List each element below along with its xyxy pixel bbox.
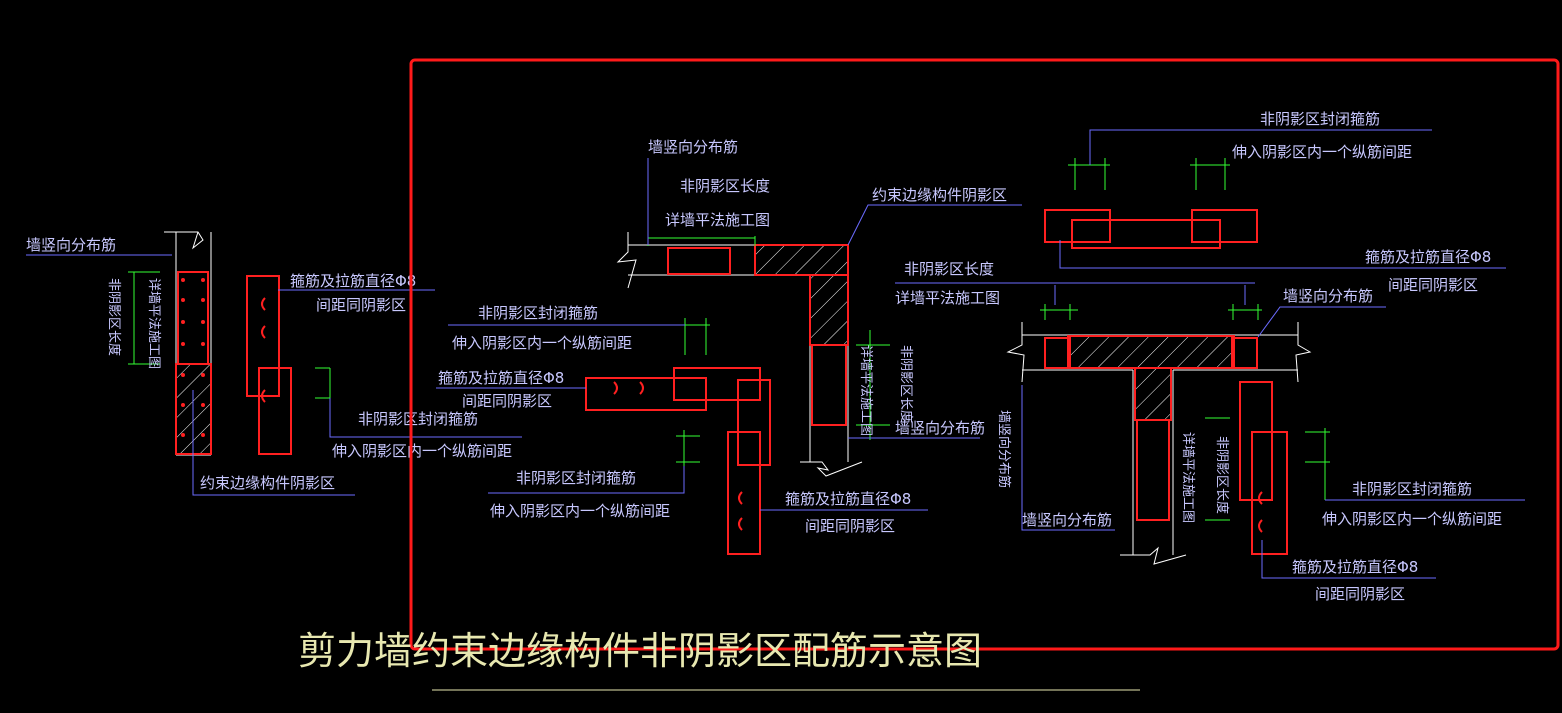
label-non-shadow-length-right-v: 非阴影区长度: [1214, 436, 1230, 514]
label-spacing-left: 间距同阴影区: [316, 296, 406, 314]
label-vertical-distribution-top: 墙竖向分布筋: [648, 138, 738, 156]
label-vertical-distribution-mid: 墙竖向分布筋: [895, 419, 985, 437]
label-non-shadow-length-left: 非阴影区长度: [106, 278, 122, 356]
label-see-wall-left: 详墙平法施工图: [146, 278, 161, 369]
label-vertical-distribution-left: 墙竖向分布筋: [26, 236, 116, 254]
label-extend-mid2: 伸入阴影区内一个纵筋间距: [490, 502, 670, 520]
label-non-shadow-length-right: 非阴影区长度: [904, 260, 994, 278]
label-extend-right2: 伸入阴影区内一个纵筋间距: [1322, 510, 1502, 528]
highlight-frame: [409, 58, 1560, 651]
label-see-wall-mid-v: 详墙平法施工图: [858, 345, 873, 436]
label-extend-right1: 伸入阴影区内一个纵筋间距: [1232, 143, 1412, 161]
detail-corner: 墙竖向分布筋 非阴影区长度 详墙平法施工图 约束边缘构件阴影区 非阴影区封闭箍筋…: [436, 138, 1022, 555]
label-spacing-right1: 间距同阴影区: [1388, 276, 1478, 294]
label-stirrup-right2: 箍筋及拉筋直径Φ8: [1292, 558, 1418, 576]
label-closed-stirrup-left: 非阴影区封闭箍筋: [358, 410, 478, 428]
label-constraint-left: 约束边缘构件阴影区: [200, 474, 335, 492]
label-closed-stirrup-mid1: 非阴影区封闭箍筋: [478, 304, 598, 322]
drawing-title: 剪力墙约束边缘构件非阴影区配筋示意图: [298, 629, 982, 673]
label-spacing-mid2: 间距同阴影区: [805, 517, 895, 535]
label-constraint-mid: 约束边缘构件阴影区: [872, 186, 1007, 204]
label-see-wall-mid: 详墙平法施工图: [665, 211, 770, 229]
detail-tee: 非阴影区封闭箍筋 伸入阴影区内一个纵筋间距 箍筋及拉筋直径Φ8 间距同阴影区 非…: [895, 110, 1525, 603]
label-closed-stirrup-right2: 非阴影区封闭箍筋: [1352, 480, 1472, 498]
label-closed-stirrup-mid2: 非阴影区封闭箍筋: [516, 469, 636, 487]
label-non-shadow-length-mid-v: 非阴影区长度: [898, 345, 914, 423]
label-stirrup-mid2: 箍筋及拉筋直径Φ8: [785, 490, 911, 508]
label-see-wall-right-v: 详墙平法施工图: [1180, 432, 1195, 523]
label-non-shadow-length-mid: 非阴影区长度: [680, 177, 770, 195]
label-see-wall-right: 详墙平法施工图: [895, 289, 1000, 307]
label-spacing-right2: 间距同阴影区: [1315, 585, 1405, 603]
label-vertical-distribution-right2: 墙竖向分布筋: [1022, 511, 1112, 529]
label-vertical-distribution-right1: 墙竖向分布筋: [1283, 287, 1373, 305]
label-stirrup-left: 箍筋及拉筋直径Φ8: [290, 272, 416, 290]
label-stirrup-mid1: 箍筋及拉筋直径Φ8: [438, 369, 564, 387]
label-stirrup-right1: 箍筋及拉筋直径Φ8: [1365, 248, 1491, 266]
label-extend-mid1: 伸入阴影区内一个纵筋间距: [452, 334, 632, 352]
label-extend-left: 伸入阴影区内一个纵筋间距: [332, 442, 512, 460]
label-vertical-distribution-right-v: 墙竖向分布筋: [996, 410, 1012, 488]
detail-wall-end: 墙竖向分布筋 非阴影区长度 详墙平法施工图 箍筋及拉筋直径Φ8 间距同阴影区 非…: [26, 231, 522, 496]
label-closed-stirrup-right1: 非阴影区封闭箍筋: [1260, 110, 1380, 128]
label-spacing-mid1: 间距同阴影区: [462, 392, 552, 410]
